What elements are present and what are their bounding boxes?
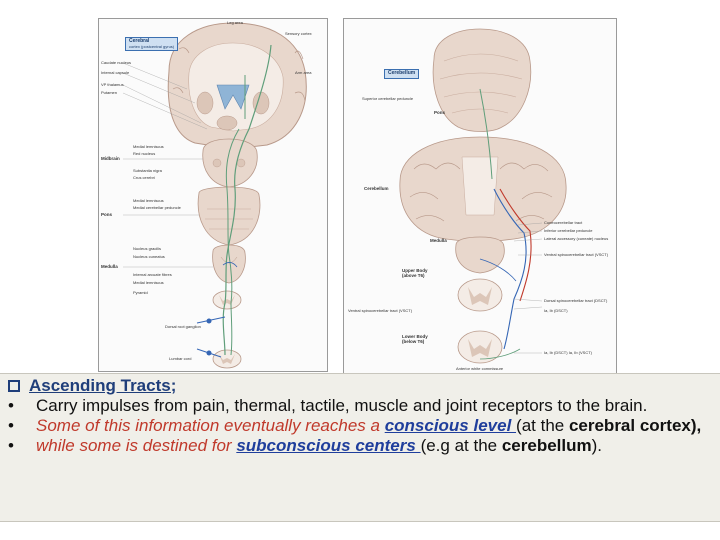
label-vp-thalamus: VP thalamus [101, 83, 124, 87]
bullet-1-text: Carry impulses from pain, thermal, tacti… [36, 396, 647, 416]
checkbox-bullet-icon [8, 380, 20, 392]
bullet-2-bold: cerebral cortex), [569, 416, 701, 435]
label-upper-body: Upper Body (above T6) [402, 269, 430, 278]
bullet-2-text: Some of this information eventually reac… [36, 416, 701, 436]
bullet-item-1: • Carry impulses from pain, thermal, tac… [6, 396, 714, 416]
label-dsct: Dorsal spinocerebellar tract (DSCT) [544, 299, 607, 303]
bullet-3-text: while some is destined for subconscious … [36, 436, 602, 456]
label-midbrain: Midbrain [101, 157, 120, 162]
bullet-3-end: ). [592, 436, 602, 455]
bullet-dot-icon: • [6, 416, 36, 436]
label-putamen: Putamen [101, 91, 117, 95]
bullet-3-bold: cerebellum [502, 436, 592, 455]
cerebral-cortex-callout: Cerebral cortex (postcentral gyrus) [125, 37, 178, 51]
label-pons: Pons [434, 111, 445, 116]
label-caudate-nucleus: Caudate nucleus [101, 61, 131, 65]
label-ia-ib-vsct: Ia, Ib (DSCT) Ia, Ib (VSCT) [544, 351, 592, 355]
label-internal-capsule: Internal capsule [101, 71, 129, 75]
label-lumbar-cord: Lumbar cord [169, 357, 191, 361]
conscious-level-link[interactable]: conscious level [385, 416, 516, 435]
label-lateral-accessory-nucleus: Lateral accessory (cuneate) nucleus [544, 237, 608, 241]
label-nucleus-gracilis: Nucleus gracilis [133, 247, 161, 251]
label-ia-ib-dsct: Ia, Ib (DSCT) [544, 309, 568, 313]
label-medial-lemniscus-2: Medial lemniscus [133, 199, 164, 203]
label-superior-cerebellar-peduncle: Superior cerebellar peduncle [362, 97, 413, 101]
heading-row: Ascending Tracts; [6, 375, 714, 396]
label-lower-body: Lower Body (below T6) [402, 335, 430, 344]
label-medulla: Medulla [101, 265, 118, 270]
label-sensory-cortex: Sensory cortex [285, 32, 312, 36]
callout-line-2: cortex (postcentral gyrus) [129, 45, 174, 49]
cerebellum-callout: Cerebellum [384, 69, 419, 79]
label-pons: Pons [101, 213, 112, 218]
bullet-dot-icon: • [6, 436, 36, 456]
bullet-3-mid: (e.g at the [421, 436, 502, 455]
label-internal-arcuate-fibres: Internal arcuate fibres [133, 273, 172, 277]
bullet-item-2: • Some of this information eventually re… [6, 416, 714, 436]
subconscious-centers-link[interactable]: subconscious centers [236, 436, 420, 455]
bullet-2-mid: (at the [516, 416, 569, 435]
label-medial-lemniscus-1: Medial lemniscus [133, 145, 164, 149]
bullet-item-3: • while some is destined for subconsciou… [6, 436, 714, 456]
label-medial-lemniscus-3: Medial lemniscus [133, 281, 164, 285]
bullet-3-italic: while some is destined for [36, 436, 236, 455]
label-inferior-cerebellar-peduncle: Inferior cerebellar peduncle [544, 229, 592, 233]
dorsal-column-pathway-figure: Cerebral cortex (postcentral gyrus) Leg … [98, 18, 328, 372]
label-medial-cerebellar-peduncle: Medial cerebellar peduncle [133, 206, 181, 210]
label-arm-area: Arm area [295, 71, 311, 75]
label-medulla: Medulla [430, 239, 447, 244]
label-cerebellum: Cerebellum [364, 187, 389, 192]
label-vsct-upper: Ventral spinocerebellar tract (VSCT) [544, 253, 608, 257]
label-dorsal-root-ganglion: Dorsal root ganglion [165, 325, 201, 329]
label-cuneocerebellar-tract: Cuneocerebellar tract [544, 221, 582, 225]
bullet-dot-icon: • [6, 396, 36, 416]
label-leg-area: Leg area [227, 21, 243, 25]
brain-sections-illustration [99, 19, 327, 371]
label-pyramid: Pyramid [133, 291, 148, 295]
spinocerebellar-pathway-figure: Cerebellum Superior cerebellar peduncle … [343, 18, 617, 376]
bullet-2-italic: Some of this information eventually reac… [36, 416, 385, 435]
label-red-nucleus: Red nucleus [133, 152, 155, 156]
label-nucleus-cuneatus: Nucleus cuneatus [133, 255, 165, 259]
heading-ascending-tracts: Ascending Tracts; [29, 376, 176, 396]
ascending-tracts-text-block: Ascending Tracts; • Carry impulses from … [0, 373, 720, 522]
label-vsct-left: Ventral spinocerebellar tract (VSCT) [348, 309, 412, 313]
label-crus-cerebri: Crus cerebri [133, 176, 155, 180]
label-substantia-nigra: Substantia nigra [133, 169, 162, 173]
label-anterior-white-commissure: Anterior white commissure [456, 367, 503, 371]
